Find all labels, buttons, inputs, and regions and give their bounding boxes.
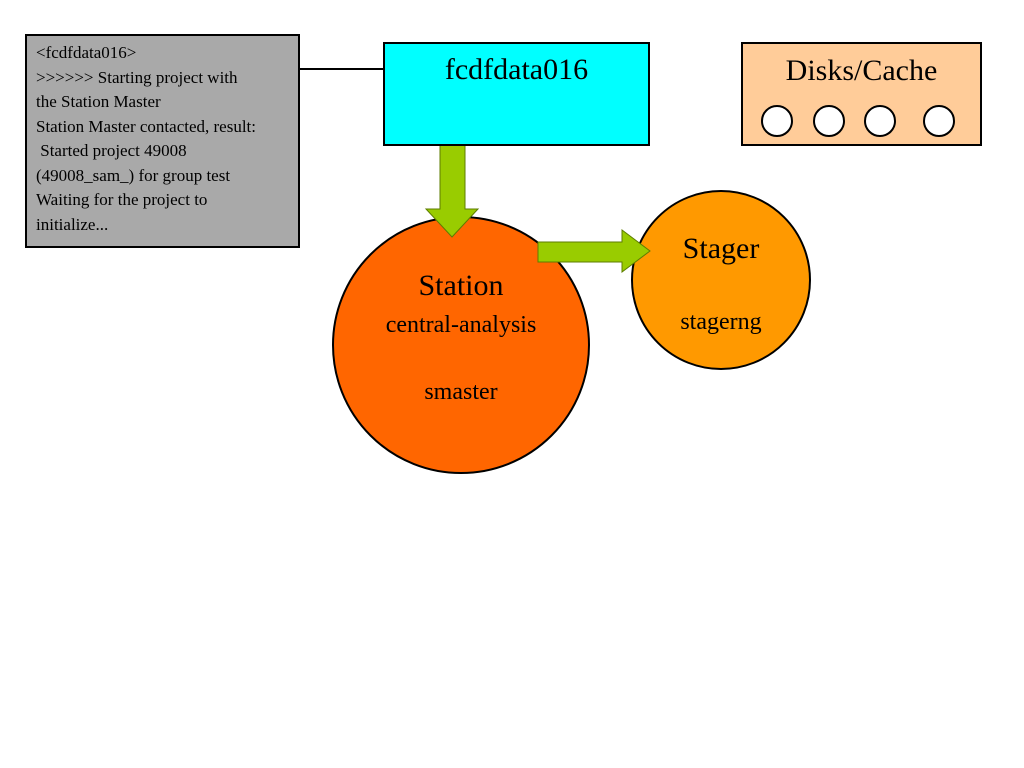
disks-cache-box: Disks/Cache (741, 42, 982, 146)
log-line: (49008_sam_) for group test (36, 165, 231, 185)
station-title: Station (418, 269, 504, 302)
station-name: central-analysis (385, 312, 537, 338)
host-title: fcdfdata016 (444, 53, 589, 86)
stager-name: stagerng (680, 309, 762, 335)
log-line: Station Master contacted, result: (36, 116, 256, 136)
disk-icon (923, 105, 955, 137)
log-line: initialize... (36, 214, 109, 234)
disk-icon (813, 105, 845, 137)
log-line: <fcdfdata016> (36, 43, 137, 62)
disk-icon (864, 105, 896, 137)
stager-title: Stager (682, 232, 760, 265)
station-to-stager-arrow (537, 229, 651, 273)
log-output-panel: <fcdfdata016> >>>>>> Starting project wi… (25, 34, 300, 248)
station-process: smaster (424, 379, 498, 405)
log-line: the Station Master (36, 92, 161, 111)
log-line: Waiting for the project to (36, 190, 208, 209)
disks-cache-title: Disks/Cache (785, 54, 938, 87)
host-node: fcdfdata016 (383, 42, 650, 146)
log-line: >>>>>> Starting project with (36, 67, 238, 87)
log-line: Started project 49008 (36, 141, 187, 160)
stager-node (631, 190, 811, 370)
disk-icon (761, 105, 793, 137)
